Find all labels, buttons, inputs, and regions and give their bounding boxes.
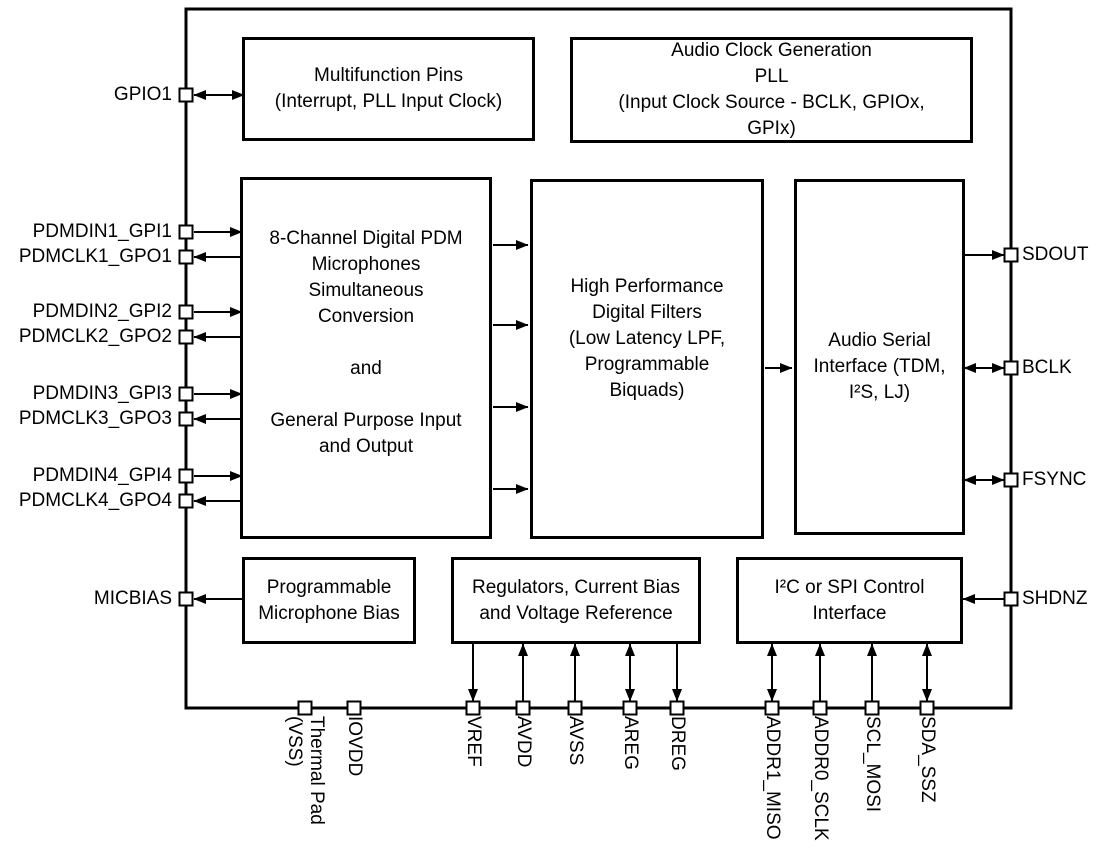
pin-label-areg: AREG bbox=[620, 716, 641, 770]
block-pdm-conversion-label: 8-Channel Digital PDM Microphones Simult… bbox=[269, 228, 463, 457]
pin-square-pdmclk1 bbox=[178, 249, 194, 265]
pin-square-pdmdin2 bbox=[178, 304, 194, 320]
block-mic-bias-label: Programmable Microphone Bias bbox=[258, 576, 400, 624]
block-audio-clock-pll: Audio Clock Generation PLL (Input Clock … bbox=[570, 37, 973, 143]
pin-label-dreg: DREG bbox=[667, 716, 688, 771]
pin-square-thermal-pad bbox=[297, 700, 313, 716]
pin-label-fsync: FSYNC bbox=[1022, 469, 1087, 490]
pin-square-addr1-miso bbox=[764, 700, 780, 716]
pin-label-avss: AVSS bbox=[565, 716, 586, 766]
block-control-interface-label: I²C or SPI Control Interface bbox=[774, 576, 925, 624]
pin-square-pdmdin1 bbox=[178, 224, 194, 240]
pin-label-pdmdin1-gpi1: PDMDIN1_GPI1 bbox=[32, 221, 172, 242]
pin-square-gpio1 bbox=[178, 87, 194, 103]
pin-square-vref bbox=[465, 700, 481, 716]
pin-label-pdmclk2-gpo2: PDMCLK2_GPO2 bbox=[18, 326, 172, 347]
pin-square-pdmdin4 bbox=[178, 468, 194, 484]
block-multifunction-pins: Multifunction Pins (Interrupt, PLL Input… bbox=[242, 37, 535, 141]
block-digital-filters: High Performance Digital Filters (Low La… bbox=[530, 179, 764, 539]
pin-square-bclk bbox=[1003, 360, 1019, 376]
pin-square-fsync bbox=[1003, 472, 1019, 488]
block-audio-clock-pll-label: Audio Clock Generation PLL (Input Clock … bbox=[618, 40, 925, 139]
pin-square-sda-ssz bbox=[919, 700, 935, 716]
pin-square-addr0-sclk bbox=[812, 700, 828, 716]
pin-square-dreg bbox=[669, 700, 685, 716]
pin-squares bbox=[178, 87, 1019, 716]
connector-lines bbox=[193, 90, 1005, 702]
pin-square-shdnz bbox=[1003, 591, 1019, 607]
block-audio-serial-interface-label: Audio Serial Interface (TDM, I²S, LJ) bbox=[813, 330, 946, 403]
pin-label-pdmclk4-gpo4: PDMCLK4_GPO4 bbox=[18, 490, 172, 511]
pin-label-sdout: SDOUT bbox=[1022, 244, 1089, 265]
pin-label-scl-mosi: SCL_MOSI bbox=[862, 716, 883, 813]
chip-outline bbox=[184, 7, 1013, 710]
block-digital-filters-label: High Performance Digital Filters (Low La… bbox=[568, 276, 726, 401]
pin-square-pdmdin3 bbox=[178, 386, 194, 402]
pin-square-areg bbox=[622, 700, 638, 716]
pin-label-pdmdin2-gpi2: PDMDIN2_GPI2 bbox=[32, 301, 172, 322]
pin-label-pdmdin4-gpi4: PDMDIN4_GPI4 bbox=[32, 465, 172, 486]
pin-label-iovdd: IOVDD bbox=[344, 716, 365, 777]
block-mic-bias: Programmable Microphone Bias bbox=[242, 557, 416, 644]
pin-square-avss bbox=[567, 700, 583, 716]
pin-square-pdmclk2 bbox=[178, 329, 194, 345]
pin-label-pdmclk3-gpo3: PDMCLK3_GPO3 bbox=[18, 408, 172, 429]
pin-label-sda-ssz: SDA_SSZ bbox=[917, 716, 938, 803]
pin-label-pdmdin3-gpi3: PDMDIN3_GPI3 bbox=[32, 383, 172, 404]
pin-square-scl-mosi bbox=[864, 700, 880, 716]
pin-label-thermal-pad-vss: Thermal Pad (VSS) bbox=[284, 716, 327, 825]
pin-label-shdnz: SHDNZ bbox=[1022, 588, 1088, 609]
pin-square-avdd bbox=[515, 700, 531, 716]
block-multifunction-pins-label: Multifunction Pins (Interrupt, PLL Input… bbox=[274, 65, 503, 112]
block-pdm-conversion: 8-Channel Digital PDM Microphones Simult… bbox=[240, 177, 492, 539]
pin-square-pdmclk3 bbox=[178, 411, 194, 427]
pin-label-gpio1: GPIO1 bbox=[113, 84, 172, 105]
block-regulators-label: Regulators, Current Bias and Voltage Ref… bbox=[471, 576, 681, 624]
pin-label-micbias: MICBIAS bbox=[93, 588, 172, 609]
pin-square-micbias bbox=[178, 591, 194, 607]
pin-square-iovdd bbox=[346, 700, 362, 716]
pin-label-vref: VREF bbox=[463, 716, 484, 767]
block-regulators: Regulators, Current Bias and Voltage Ref… bbox=[451, 557, 701, 644]
pin-label-addr1-miso: ADDR1_MISO bbox=[762, 716, 783, 840]
block-control-interface: I²C or SPI Control Interface bbox=[736, 557, 963, 644]
pin-square-pdmclk4 bbox=[178, 493, 194, 509]
pin-label-avdd: AVDD bbox=[513, 716, 534, 768]
pin-label-bclk: BCLK bbox=[1022, 357, 1072, 378]
pin-label-pdmclk1-gpo1: PDMCLK1_GPO1 bbox=[18, 246, 172, 267]
block-audio-serial-interface: Audio Serial Interface (TDM, I²S, LJ) bbox=[794, 179, 965, 535]
pin-label-addr0-sclk: ADDR0_SCLK bbox=[810, 716, 831, 841]
pin-square-sdout bbox=[1003, 247, 1019, 263]
